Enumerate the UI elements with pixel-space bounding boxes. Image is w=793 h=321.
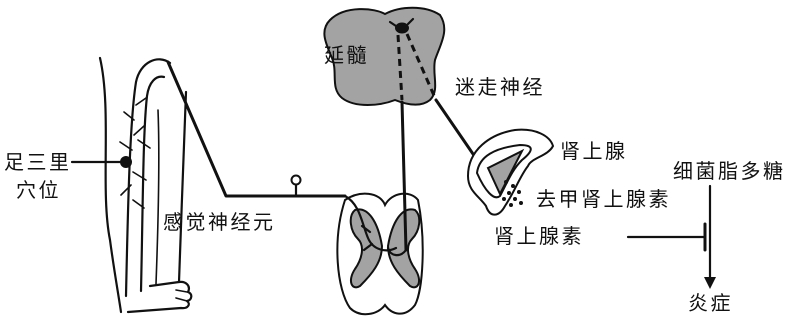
granule (517, 190, 521, 194)
granule (502, 197, 506, 201)
medulla-neuron-body (395, 23, 409, 34)
granule (519, 201, 523, 205)
granule (511, 184, 515, 188)
inflammation-label: 炎症 (688, 291, 733, 315)
sensory-neuron-fiber (168, 62, 345, 196)
medulla-label: 延髓 (324, 43, 369, 67)
acupoint-dot (120, 156, 132, 168)
leg-left-contour (100, 58, 121, 312)
leg-right-contour (179, 92, 186, 282)
spinal-cord (337, 194, 422, 314)
nerve-tube-inner (141, 77, 164, 291)
granule (513, 197, 517, 201)
granule (504, 180, 508, 184)
vagus-nerve-label: 迷走神经 (455, 75, 545, 99)
acupoint-label-line1: 足三里 (4, 150, 72, 174)
foot (128, 282, 191, 312)
sensory-neuron-cell-body (292, 176, 301, 185)
granule (509, 203, 513, 207)
sensory-neuron-label: 感觉神经元 (163, 210, 276, 234)
lps-label: 细菌脂多糖 (673, 159, 786, 183)
toe-lines (176, 290, 187, 301)
nerve-tube-side (156, 110, 159, 284)
acupoint-label-line2: 穴位 (16, 178, 61, 202)
epinephrine-label: 肾上腺素 (494, 224, 584, 248)
adrenal-gland-label: 肾上腺 (560, 139, 628, 163)
granule (507, 191, 511, 195)
leg (72, 58, 191, 312)
lps-arrowhead (704, 277, 716, 289)
norepinephrine-label: 去甲肾上腺素 (536, 187, 671, 211)
